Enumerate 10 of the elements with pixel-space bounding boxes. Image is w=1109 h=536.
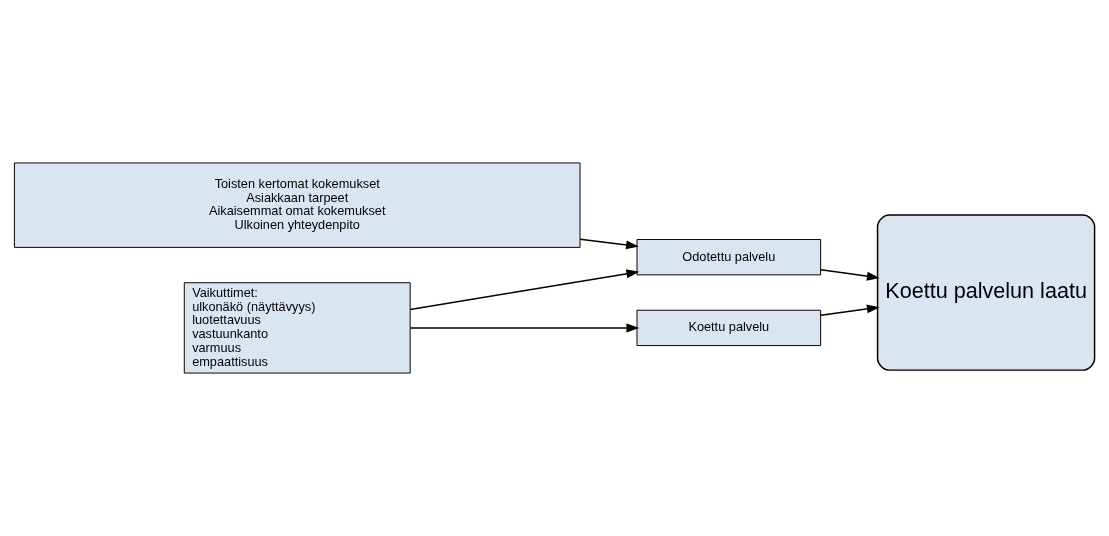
arrow xyxy=(820,269,880,281)
arrow xyxy=(409,323,640,333)
node-box: Toisten kertomat kokemukset Asiakkaan tarpeet Aikaisemmat omat kokemukset Ulkoinen yhteydenpito xyxy=(13,162,581,248)
node-box: Koettu palvelu xyxy=(636,309,822,347)
node-box: Odotettu palvelu xyxy=(636,239,822,276)
arrow xyxy=(579,238,639,250)
arrow xyxy=(820,304,880,317)
arrow xyxy=(409,269,640,311)
node-box: Vaikuttimet: ulkonäkö (näyttävyys) luotettavuus vastuunkanto varmuus empaattisuus xyxy=(183,282,411,374)
node-box: Koettu palvelun laatu xyxy=(876,214,1096,371)
